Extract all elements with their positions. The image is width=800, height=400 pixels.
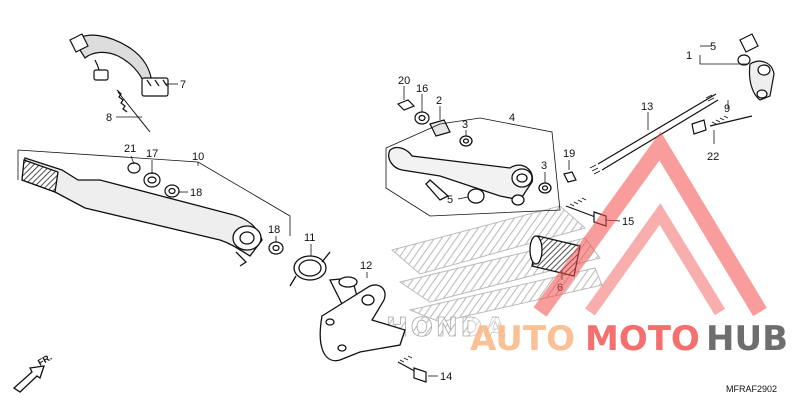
honda-logo-text: HONDA [386, 313, 508, 343]
callout-15: 15 [622, 216, 634, 228]
callout-18b: 18 [268, 224, 280, 236]
callout-3b: 3 [541, 160, 547, 172]
front-direction-arrow: FR. [12, 352, 54, 393]
callout-8: 8 [106, 112, 112, 124]
part-upper-pedal [388, 135, 552, 206]
callout-4: 4 [509, 112, 515, 124]
part-bolt-14 [397, 355, 427, 383]
diagram-code: MFRAF2902 [726, 384, 777, 394]
watermark-auto: AUTO [470, 319, 575, 359]
callout-14: 14 [440, 371, 452, 383]
part-brake-pedal [21, 157, 263, 267]
callout-1: 1 [686, 50, 692, 62]
callout-12: 12 [360, 260, 372, 272]
part-return-spring [289, 251, 331, 287]
watermark-hub: HUB [706, 319, 788, 359]
part-stack-left [396, 99, 451, 137]
automotohub-watermark: AUTO MOTO HUB [470, 131, 790, 359]
callout-5a: 5 [710, 41, 716, 53]
callout-3a: 3 [462, 119, 468, 131]
callout-7: 7 [180, 79, 186, 91]
callout-19: 19 [563, 148, 575, 160]
callout-11: 11 [304, 232, 315, 244]
callout-9: 9 [724, 103, 730, 115]
callout-10: 10 [192, 151, 204, 163]
callout-21: 21 [124, 143, 136, 155]
callout-16: 16 [416, 83, 428, 95]
front-direction-label: FR. [36, 352, 54, 368]
part-rod-end [691, 33, 775, 135]
part-bracket [319, 276, 406, 362]
callout-5b: 5 [447, 194, 453, 206]
part-switch-assembly [69, 33, 169, 133]
callout-2: 2 [436, 95, 442, 107]
callout-13: 13 [641, 101, 653, 113]
part-washers-left [127, 162, 284, 255]
callout-17: 17 [146, 148, 158, 160]
callout-22: 22 [707, 151, 719, 163]
callout-20: 20 [398, 75, 410, 87]
callout-18a: 18 [190, 187, 202, 199]
watermark-moto: MOTO [585, 319, 700, 359]
callout-numbers: 1 5 2 3 3 4 5 6 7 8 9 10 11 12 13 14 15 … [106, 41, 730, 383]
